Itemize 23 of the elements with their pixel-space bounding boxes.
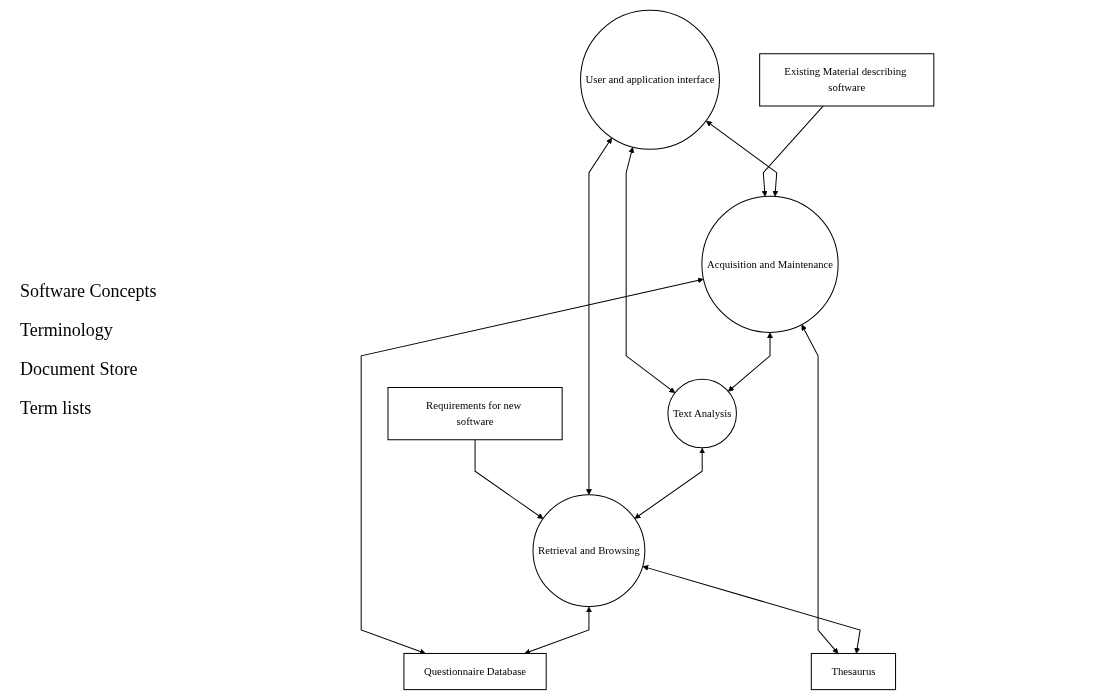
store-label: Software Concepts <box>20 280 158 302</box>
arrow <box>642 564 861 654</box>
arrow <box>728 331 773 392</box>
node-circle: Text Analysis <box>667 378 737 448</box>
node-box: Existing Material describing software <box>759 52 935 106</box>
arrow <box>524 606 592 654</box>
arrow <box>360 277 704 654</box>
node-box: Requirements for new software <box>387 386 563 440</box>
arrow <box>705 120 779 197</box>
node-box: Thesaurus <box>810 652 897 690</box>
store-label: Document Store <box>20 358 139 380</box>
node-circle: Acquisition and Maintenance <box>701 195 839 333</box>
arrow <box>474 438 544 519</box>
store-label: Term lists <box>20 397 93 419</box>
node-circle: Retrieval and Browsing <box>532 493 646 607</box>
arrow <box>761 104 824 197</box>
arrow <box>625 146 676 393</box>
store-label: Terminology <box>20 319 114 341</box>
arrow <box>801 324 839 654</box>
arrow <box>634 447 706 519</box>
node-box: Questionnaire Database <box>403 652 547 690</box>
arrow <box>586 137 612 495</box>
node-circle: User and application interface <box>580 9 720 150</box>
